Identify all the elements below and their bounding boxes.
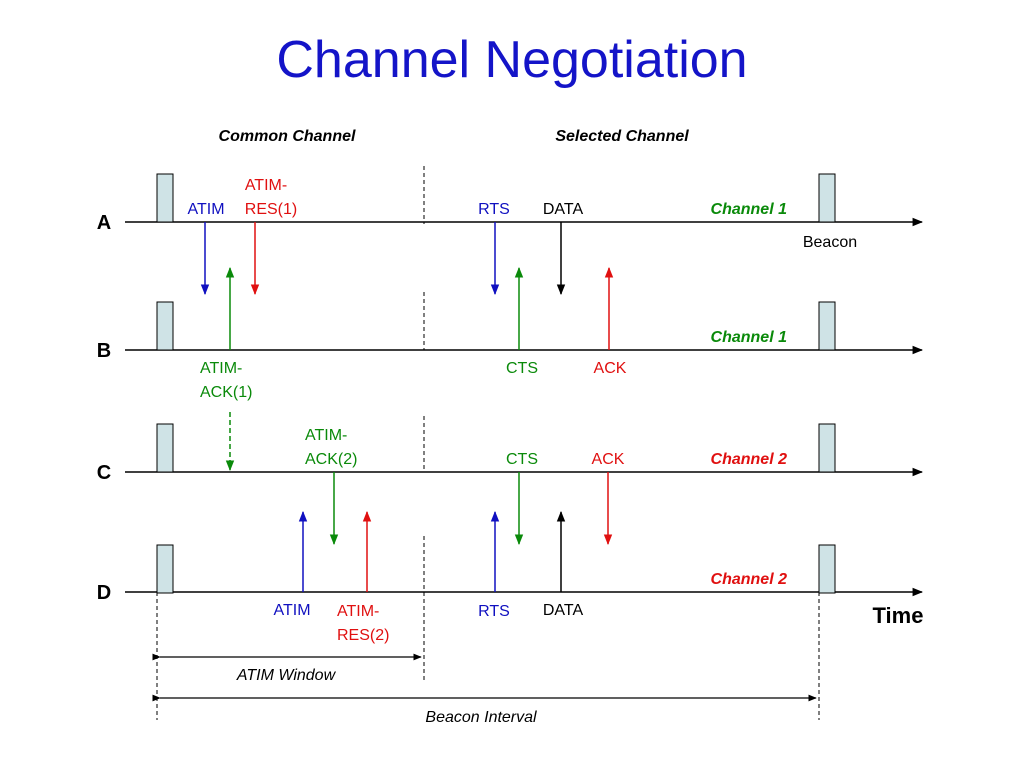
node-label-b: B	[97, 340, 111, 362]
beacon-box	[156, 173, 174, 223]
common-channel-header: Common Channel	[219, 128, 356, 145]
atim-res2-label-line2: RES(2)	[337, 627, 389, 644]
atim-label-d: ATIM	[273, 602, 310, 619]
beacon-box	[818, 173, 836, 223]
atim-ack2-label-line2: ACK(2)	[305, 451, 357, 468]
beacon-box	[156, 423, 174, 473]
time-axis-label: Time	[873, 603, 924, 628]
beacon-box	[818, 301, 836, 351]
cts-label-c: CTS	[506, 451, 538, 468]
atim-res1-label-line1: ATIM-	[245, 177, 287, 194]
node-label-a: A	[97, 212, 111, 234]
atim-res1-label-line2: RES(1)	[245, 201, 297, 218]
atim-ack1-label-line2: ACK(1)	[200, 384, 252, 401]
page-title: Channel Negotiation	[276, 31, 748, 89]
channel-label-a: Channel 1	[711, 201, 788, 218]
data-label-d: DATA	[543, 602, 584, 619]
rts-label-a: RTS	[478, 201, 510, 218]
channel-label-c: Channel 2	[711, 451, 788, 468]
rts-label-d: RTS	[478, 603, 510, 620]
atim-window-label: ATIM Window	[236, 667, 337, 684]
beacon-box	[156, 544, 174, 594]
cts-label-b: CTS	[506, 360, 538, 377]
beacon-box	[818, 544, 836, 594]
data-label-a: DATA	[543, 201, 584, 218]
ack-label-c: ACK	[592, 451, 625, 468]
atim-ack1-label-line1: ATIM-	[200, 360, 242, 377]
beacon-label: Beacon	[803, 234, 857, 251]
ack-label-b: ACK	[594, 360, 627, 377]
node-label-d: D	[97, 582, 111, 604]
beacon-interval-label: Beacon Interval	[425, 709, 537, 726]
channel-label-b: Channel 1	[711, 329, 788, 346]
selected-channel-header: Selected Channel	[555, 128, 689, 145]
atim-label-a: ATIM	[187, 201, 224, 218]
channel-label-d: Channel 2	[711, 571, 788, 588]
node-label-c: C	[97, 462, 111, 484]
beacon-box	[156, 301, 174, 351]
atim-ack2-label-line1: ATIM-	[305, 427, 347, 444]
beacon-box	[818, 423, 836, 473]
atim-res2-label-line1: ATIM-	[337, 603, 379, 620]
